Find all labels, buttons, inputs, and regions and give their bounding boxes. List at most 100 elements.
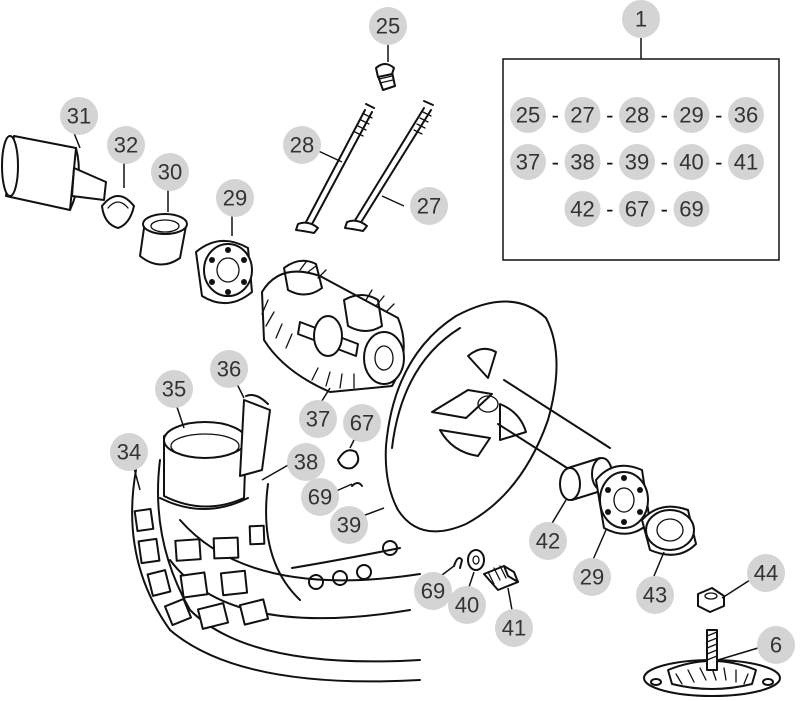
callout-label: 41 (502, 616, 526, 641)
kit-part-number: 28 (625, 103, 649, 128)
callout-31: 31 (60, 97, 98, 135)
callout-label: 31 (67, 104, 91, 129)
callout-29-right: 29 (573, 558, 611, 596)
kit-badge (619, 191, 655, 227)
kit-separator: - (661, 150, 668, 175)
kit-separator: - (552, 103, 559, 128)
tube-part-31 (1, 135, 107, 211)
kit-part-number: 38 (570, 150, 594, 175)
bearing-part-29-right (595, 464, 651, 535)
circlip-part-32 (101, 195, 135, 229)
callout-39: 39 (330, 506, 368, 544)
callout-label: 6 (770, 633, 782, 658)
callout-label: 69 (308, 485, 332, 510)
kit-badge (619, 144, 655, 180)
callout-label: 32 (114, 133, 138, 158)
callout-label: 1 (635, 7, 647, 32)
kit-separator: - (606, 197, 613, 222)
kit-part-number: 27 (570, 103, 594, 128)
callout-label: 29 (580, 565, 604, 590)
callout-1: 1 (622, 0, 660, 38)
valve-cap-part (375, 63, 396, 91)
callout-label: 28 (290, 133, 314, 158)
callout-label: 43 (643, 583, 667, 608)
kit-part-number: 37 (516, 150, 540, 175)
callout-label: 29 (223, 186, 247, 211)
callout-label: 42 (536, 529, 560, 554)
callout-25: 25 (369, 7, 407, 45)
kit-badge (619, 97, 655, 133)
kit-part-number: 42 (570, 197, 594, 222)
callout-label: 40 (455, 593, 479, 618)
callout-label: 39 (337, 513, 361, 538)
kit-part-number: 39 (625, 150, 649, 175)
callout-43: 43 (636, 576, 674, 614)
kit-part-number: 67 (625, 197, 649, 222)
callout-label: 67 (350, 411, 374, 436)
callout-label: 44 (754, 561, 778, 586)
callout-label: 30 (158, 160, 182, 185)
callout-27: 27 (410, 187, 448, 225)
kit-separator: - (715, 103, 722, 128)
kit-badge (728, 144, 764, 180)
kit-badge (673, 144, 710, 180)
callout-label: 69 (421, 579, 445, 604)
tire-part-34 (131, 459, 421, 683)
callout-67: 67 (343, 404, 381, 442)
kit-part-number: 36 (734, 103, 758, 128)
seal-part-30 (139, 213, 188, 266)
hub-part-37 (261, 259, 405, 393)
kit-separator: - (715, 150, 722, 175)
callout-40: 40 (448, 586, 486, 624)
washer-part-40 (467, 549, 485, 571)
callout-32: 32 (107, 126, 145, 164)
seal-part-43 (641, 505, 697, 556)
callout-69-lower: 69 (414, 572, 452, 610)
tube-part-35 (159, 421, 249, 510)
kit-part-number: 25 (516, 103, 540, 128)
callout-label: 27 (417, 194, 441, 219)
callout-label: 34 (117, 440, 141, 465)
callout-34: 34 (110, 433, 148, 471)
kit-separator: - (606, 150, 613, 175)
pin-part-69-upper (351, 482, 363, 487)
kit-badge (673, 191, 710, 227)
kit-part-number: 69 (679, 197, 703, 222)
kit-badge (510, 144, 546, 180)
callout-label: 25 (376, 14, 400, 39)
callout-6: 6 (757, 626, 795, 664)
rim-part-38 (169, 519, 421, 620)
callout-41: 41 (495, 609, 533, 647)
axle-bolt-27 (344, 100, 434, 232)
valve-stud-part-6 (643, 629, 781, 697)
callout-38: 38 (287, 443, 325, 481)
axle-bolt-28 (295, 103, 375, 234)
nut-part-44 (697, 587, 725, 613)
callout-label: 35 (162, 377, 186, 402)
kit-separator: - (661, 197, 668, 222)
kit-badge (673, 97, 710, 133)
callout-label: 37 (306, 407, 330, 432)
callout-36: 36 (210, 350, 248, 388)
callout-28: 28 (283, 126, 321, 164)
kit-separator: - (552, 150, 559, 175)
kit-badge (510, 97, 546, 133)
kit-badge (564, 144, 601, 180)
callout-29-left: 29 (216, 179, 254, 217)
kit-badge (564, 191, 601, 227)
kit-part-number: 29 (679, 103, 703, 128)
kit-separator: - (606, 103, 613, 128)
callout-35: 35 (155, 370, 193, 408)
kit-badge (564, 97, 601, 133)
pin-part-69-lower (453, 557, 463, 569)
callout-30: 30 (151, 153, 189, 191)
callout-42: 42 (529, 522, 567, 560)
callout-label: 36 (217, 357, 241, 382)
kit-separator: - (661, 103, 668, 128)
callout-44: 44 (747, 554, 785, 592)
kit-part-number: 41 (734, 150, 758, 175)
rim-tape-part-36 (239, 394, 271, 477)
bolt-part-41 (483, 565, 519, 591)
